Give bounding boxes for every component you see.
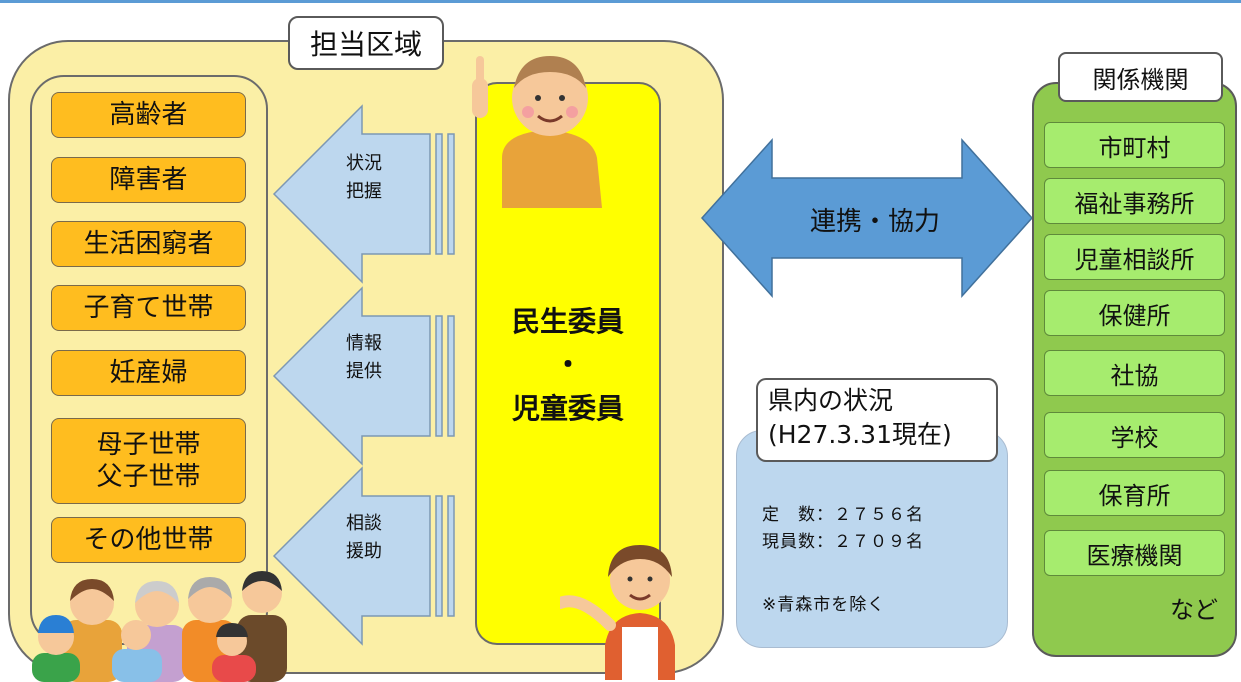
agency-school: 学校 <box>1044 412 1225 458</box>
prefecture-status-panel <box>736 430 1008 648</box>
arrow-info-provide <box>272 286 455 466</box>
agencies-etc: など <box>1170 596 1218 624</box>
target-single-parent: 母子世帯 父子世帯 <box>51 418 246 504</box>
target-disabled: 障害者 <box>51 157 246 203</box>
family-illustration <box>32 571 287 682</box>
target-elderly: 高齢者 <box>51 92 246 138</box>
target-other-households: その他世帯 <box>51 517 246 563</box>
quota-text: 定 数：２７５６名 <box>762 505 924 525</box>
agency-medical: 医療機関 <box>1044 530 1225 576</box>
prefecture-status-date: (H27.3.31現在) <box>768 419 952 449</box>
prefecture-status-title-line1: 県内の状況 <box>768 386 894 415</box>
exclusion-note: ※青森市を除く <box>762 595 886 615</box>
service-area-title: 担当区域 <box>288 16 444 70</box>
action-status-grasp: 状況 把握 <box>346 153 382 202</box>
agency-nursery: 保育所 <box>1044 470 1225 516</box>
action-consult-support: 相談 援助 <box>346 513 382 562</box>
agencies-title: 関係機関 <box>1058 52 1223 102</box>
target-child-rearing: 子育て世帯 <box>51 285 246 331</box>
agency-municipality: 市町村 <box>1044 122 1225 168</box>
collaboration-label: 連携・協力 <box>809 207 940 237</box>
agency-welfare-office: 福祉事務所 <box>1044 178 1225 224</box>
action-info-provide: 情報 提供 <box>346 333 382 382</box>
top-border-line <box>0 0 1241 3</box>
arrow-consult-support <box>272 466 455 646</box>
agency-social-welfare-council: 社協 <box>1044 350 1225 396</box>
commissioner-label: 民生委員 ・ 児童委員 <box>511 305 624 425</box>
male-commissioner-illustration <box>472 56 602 208</box>
arrow-status-grasp <box>272 104 455 284</box>
target-needy: 生活困窮者 <box>51 221 246 267</box>
agency-child-guidance: 児童相談所 <box>1044 234 1225 280</box>
current-members-text: 現員数：２７０９名 <box>762 532 924 552</box>
female-commissioner-illustration <box>560 545 675 680</box>
target-expectant-mothers: 妊産婦 <box>51 350 246 396</box>
agency-health-center: 保健所 <box>1044 290 1225 336</box>
prefecture-status-title: 県内の状況 (H27.3.31現在) <box>756 378 998 462</box>
